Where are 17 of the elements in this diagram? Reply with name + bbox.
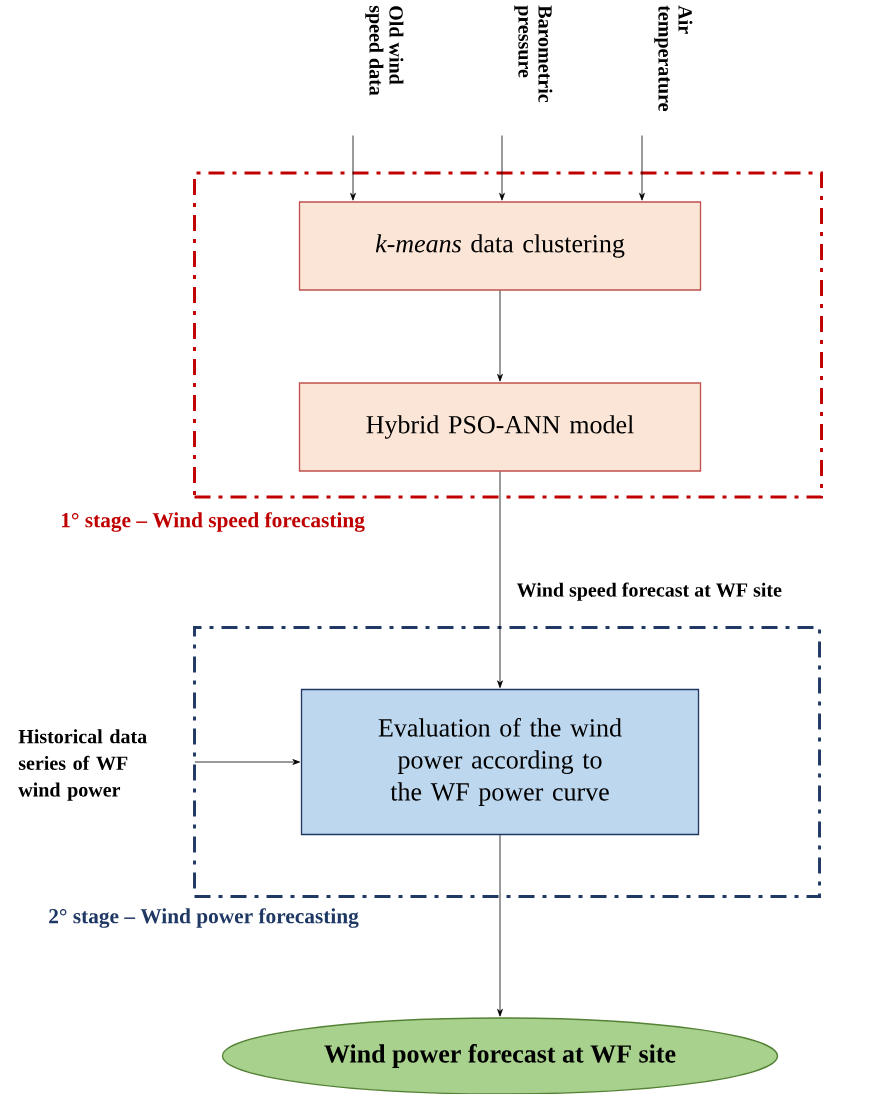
- stage-heading: 1° stage – Wind speed forecasting: [62, 512, 365, 532]
- process-box: Hybrid PSO-ANN model: [298, 382, 702, 472]
- arrow: [497, 471, 503, 689]
- input-label: Barometric pressure: [514, 5, 553, 103]
- input-label: Old wind speed data: [365, 5, 404, 96]
- process-box: Evaluation of the wind power according to the WF power curve: [300, 688, 700, 836]
- arrow: [499, 135, 505, 201]
- stage-heading: 2° stage – Wind power forecasting: [49, 908, 359, 928]
- arrow: [497, 834, 503, 1017]
- input-label: Historical data series of WF wind power: [18, 729, 147, 801]
- arrow: [639, 135, 645, 201]
- arrow: [350, 135, 356, 201]
- edge-label: Wind speed forecast at WF site: [515, 581, 784, 603]
- process-box: k-means data clustering: [298, 201, 702, 291]
- input-label: Air temperature: [654, 5, 693, 111]
- arrow: [194, 759, 301, 765]
- arrow: [497, 290, 503, 382]
